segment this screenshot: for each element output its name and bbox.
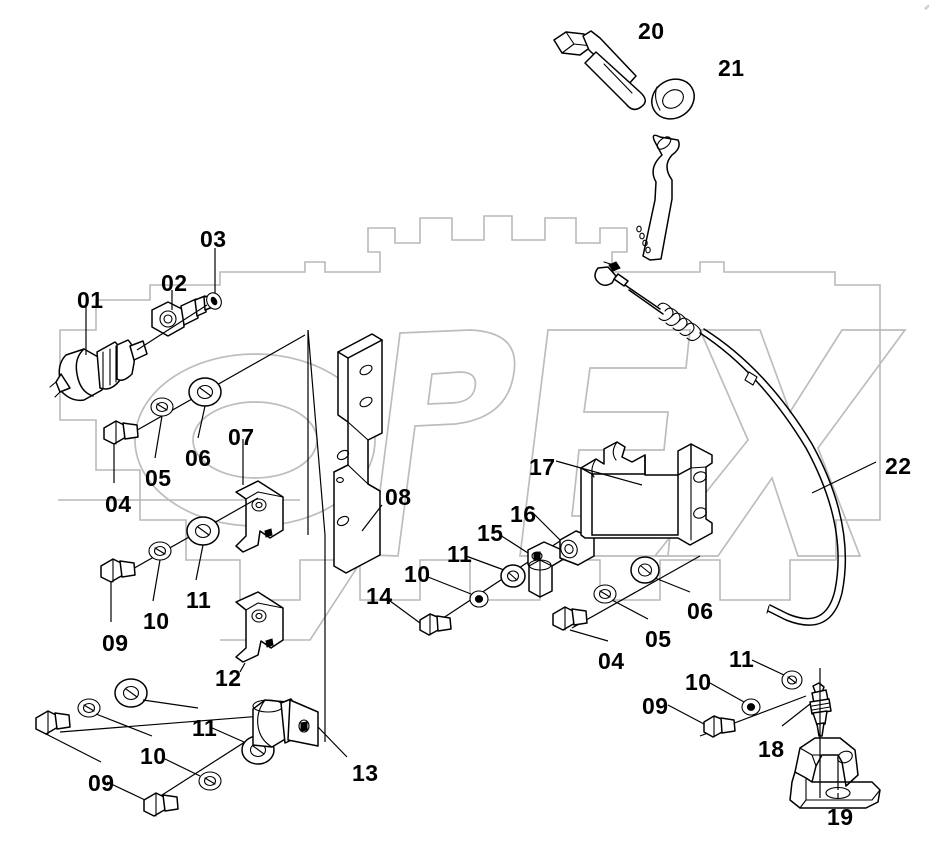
callout-label-12: 12 <box>215 665 242 691</box>
part-16-spacer-sleeve <box>533 513 595 566</box>
part-10-spring-washer-right <box>709 682 761 716</box>
part-03-o-ring <box>206 248 222 310</box>
callout-label-09: 09 <box>102 630 129 656</box>
part-21-washer <box>651 78 695 120</box>
lever-arm <box>636 134 680 261</box>
part-11-flat-washer-center <box>465 555 526 588</box>
callout-label-05-b: 05 <box>645 626 672 652</box>
part-02-fitting-nut <box>151 290 214 337</box>
callout-label-11-d: 11 <box>729 646 755 672</box>
part-11-flat-washer-right <box>751 659 803 690</box>
part-09-hex-bolt-lower <box>35 710 102 763</box>
callout-label-13: 13 <box>352 760 379 786</box>
part-04-hex-bolt-right <box>552 606 609 642</box>
part-04-hex-bolt <box>103 420 139 483</box>
part-10-spring-washer-lower2 <box>162 757 222 791</box>
part-22-control-cable <box>594 261 877 626</box>
callout-label-06: 06 <box>185 445 212 471</box>
part-10-spring-washer <box>148 541 172 602</box>
callout-label-09-c: 09 <box>642 693 669 719</box>
callout-label-18: 18 <box>758 736 785 762</box>
callout-label-11: 11 <box>186 587 212 613</box>
part-10-spring-washer-lower <box>77 698 153 737</box>
part-10-spring-washer-center <box>427 576 489 608</box>
callout-label-03: 03 <box>200 226 227 252</box>
callout-label-04-b: 04 <box>598 648 625 674</box>
callout-label-09-b: 09 <box>88 770 115 796</box>
callout-label-02: 02 <box>161 270 188 296</box>
part-14-hex-bolt <box>385 597 452 636</box>
callout-label-17: 17 <box>529 454 556 480</box>
part-12-clamp-plate <box>235 591 284 673</box>
corner-mark: ✐ <box>924 5 930 12</box>
callout-label-19: 19 <box>827 804 854 830</box>
part-11-flat-washer-lower <box>114 678 199 709</box>
part-13-cable-clamp <box>252 698 348 758</box>
callout-label-04: 04 <box>105 491 132 517</box>
part-05-spring-washer <box>150 397 174 459</box>
callout-label-06-b: 06 <box>687 598 714 624</box>
callout-label-10-d: 10 <box>685 669 712 695</box>
part-18-sensor-valve <box>781 682 832 737</box>
part-09-hex-bolt-lower2 <box>106 781 179 817</box>
part-09-hex-bolt <box>100 558 136 622</box>
callout-label-10-b: 10 <box>140 743 167 769</box>
callout-label-10-c: 10 <box>404 561 431 587</box>
part-11-flat-washer <box>186 516 220 581</box>
callout-label-21: 21 <box>718 55 745 81</box>
part-06-flat-washer <box>188 377 222 439</box>
callout-label-11-c: 11 <box>447 541 473 567</box>
part-15-cable-bracket <box>499 534 563 598</box>
callout-label-11-b: 11 <box>192 715 218 741</box>
callout-label-15: 15 <box>477 520 504 546</box>
part-20-hex-head-bolt <box>553 30 646 111</box>
callout-label-01: 01 <box>77 287 104 313</box>
part-07-clamp-bracket <box>235 439 284 553</box>
part-09-hex-bolt-right <box>667 704 736 738</box>
part-19-l-bracket <box>789 737 881 809</box>
callout-label-16: 16 <box>510 501 537 527</box>
callout-label-22: 22 <box>885 453 912 479</box>
part-08-mounting-bracket <box>333 333 383 574</box>
part-17-support-bracket <box>555 441 713 546</box>
part-05-spring-washer-right <box>593 584 649 620</box>
callout-label-14: 14 <box>366 583 393 609</box>
callout-label-20: 20 <box>638 18 665 44</box>
part-01-fuel-filter-switch <box>49 307 148 402</box>
callout-label-08: 08 <box>385 484 412 510</box>
callout-label-07: 07 <box>228 424 255 450</box>
callout-label-10: 10 <box>143 608 170 634</box>
callout-label-05: 05 <box>145 465 172 491</box>
part-06-flat-washer-right <box>630 556 691 593</box>
